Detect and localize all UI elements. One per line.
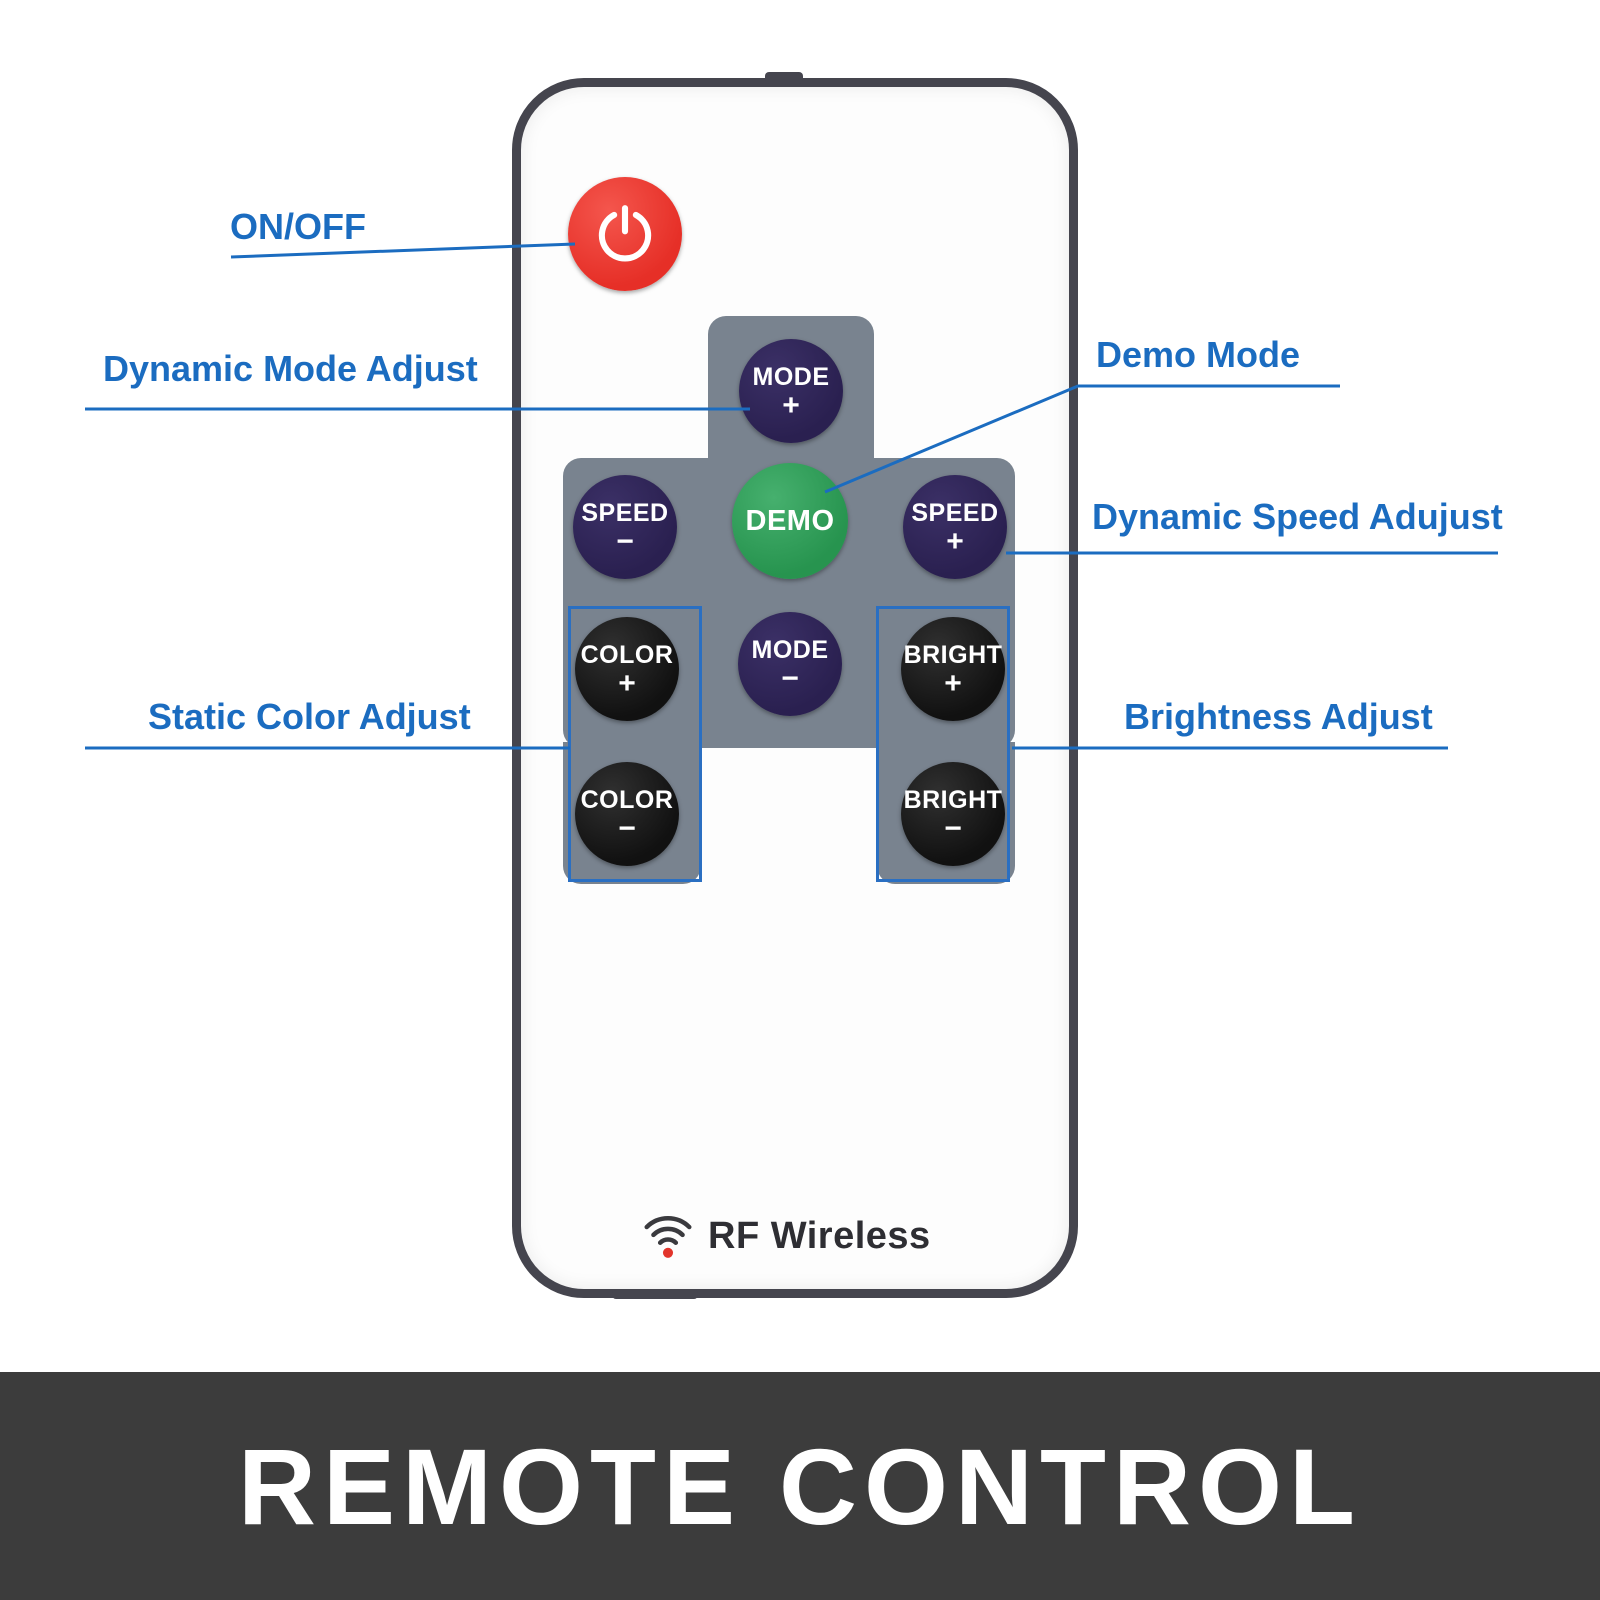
button-sign: − [616, 524, 634, 558]
brand-text: RF Wireless [708, 1214, 931, 1257]
button-sign: + [946, 524, 964, 558]
banner-title: REMOTE CONTROL [238, 1425, 1362, 1547]
color-plus-button[interactable]: COLOR + [575, 617, 679, 721]
power-icon [598, 205, 652, 262]
button-sign: − [618, 811, 636, 845]
button-label: MODE [751, 635, 829, 664]
demo-button[interactable]: DEMO [732, 463, 848, 579]
button-sign: − [781, 661, 799, 695]
power-button[interactable] [568, 177, 682, 291]
button-sign: + [618, 666, 636, 700]
button-sign: + [782, 388, 800, 422]
mode-minus-button[interactable]: MODE − [738, 612, 842, 716]
bright-plus-button[interactable]: BRIGHT + [901, 617, 1005, 721]
bottom-banner: REMOTE CONTROL [0, 1372, 1600, 1600]
callout-brightness-adjust: Brightness Adjust [1124, 696, 1433, 737]
button-label: DEMO [745, 504, 835, 537]
button-label: SPEED [581, 498, 669, 527]
callout-static-color-adjust: Static Color Adjust [148, 696, 471, 737]
button-label: MODE [752, 362, 830, 391]
button-label: COLOR [580, 785, 674, 814]
bright-minus-button[interactable]: BRIGHT − [901, 762, 1005, 866]
callout-demo-mode: Demo Mode [1096, 334, 1301, 375]
mode-plus-button[interactable]: MODE + [739, 339, 843, 443]
button-label: BRIGHT [903, 640, 1003, 669]
bright-buttons-highlight-box [876, 606, 1010, 882]
speed-minus-button[interactable]: SPEED − [573, 475, 677, 579]
brand-row: RF Wireless [640, 1204, 960, 1268]
callout-on-off: ON/OFF [230, 206, 366, 247]
remote-top-notch [765, 72, 803, 84]
callout-dynamic-mode-adjust: Dynamic Mode Adjust [103, 348, 478, 389]
button-label: BRIGHT [903, 785, 1003, 814]
color-buttons-highlight-box [568, 606, 702, 882]
speed-plus-button[interactable]: SPEED + [903, 475, 1007, 579]
button-label: COLOR [580, 640, 674, 669]
wifi-icon [644, 1216, 692, 1258]
button-sign: − [944, 811, 962, 845]
color-minus-button[interactable]: COLOR − [575, 762, 679, 866]
remote-bottom-notch [612, 1290, 698, 1299]
button-label: SPEED [911, 498, 999, 527]
callout-dynamic-speed-adjust: Dynamic Speed Adujust [1092, 496, 1503, 537]
button-sign: + [944, 666, 962, 700]
